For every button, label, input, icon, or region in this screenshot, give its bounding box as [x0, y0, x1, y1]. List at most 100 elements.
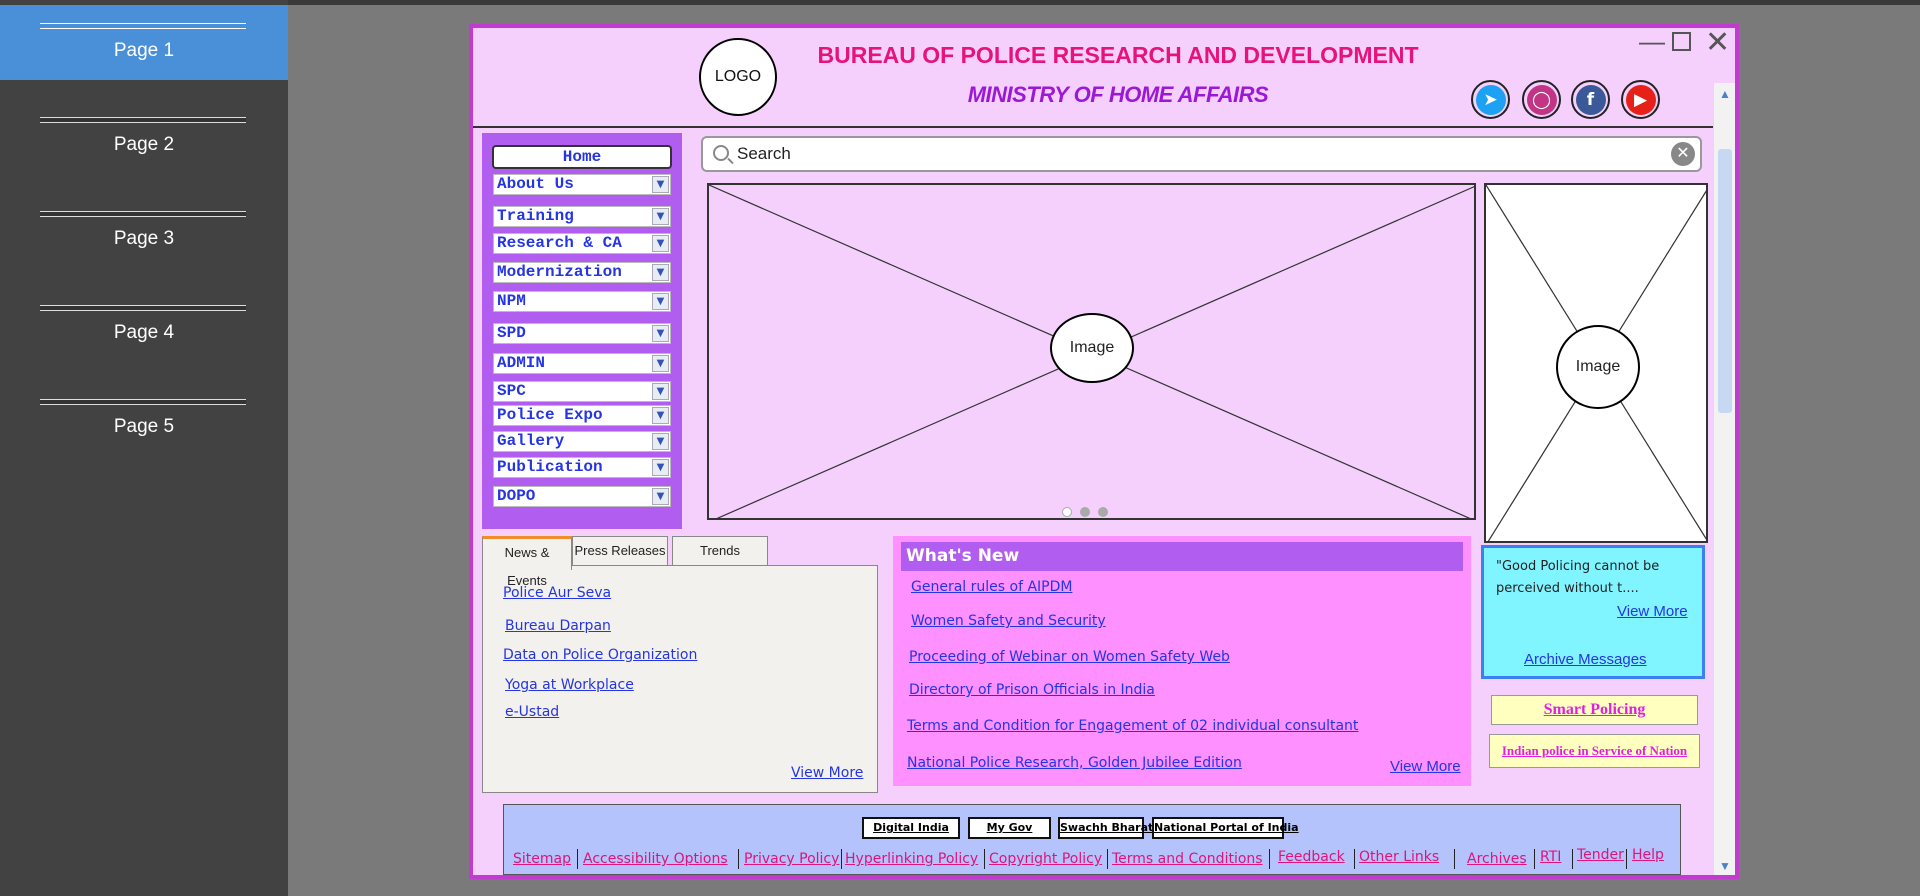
nav-item-label: About Us [497, 175, 574, 193]
nav-item-training[interactable]: Training▼ [493, 206, 671, 227]
chevron-down-icon[interactable]: ▼ [652, 459, 669, 476]
close-icon[interactable]: ✕ [1705, 26, 1731, 59]
nav-item-publication[interactable]: Publication▼ [493, 457, 671, 478]
page-item-4[interactable]: Page 4 [0, 287, 288, 362]
search-input[interactable] [737, 142, 1637, 166]
chevron-down-icon[interactable]: ▼ [652, 325, 669, 342]
chevron-down-icon[interactable]: ▼ [652, 355, 669, 372]
whats-new-link[interactable]: Proceeding of Webinar on Women Safety We… [909, 649, 1230, 665]
page-item-2[interactable]: Page 2 [0, 99, 288, 174]
nav-item-dopo[interactable]: DOPO ▼ [493, 486, 671, 507]
scroll-down-icon[interactable]: ▼ [1719, 859, 1731, 873]
page-item-3[interactable]: Page 3 [0, 193, 288, 268]
news-link[interactable]: e-Ustad [505, 704, 560, 720]
nav-item-label: SPD [497, 324, 526, 342]
carousel-dot[interactable] [1062, 507, 1072, 517]
whats-new-link[interactable]: Directory of Prison Officials in India [909, 682, 1155, 698]
footer-link-tender[interactable]: Tender [1577, 847, 1624, 863]
quote-box: "Good Policing cannot be perceived witho… [1481, 545, 1705, 679]
whats-new-view-more-link[interactable]: View More [1390, 758, 1461, 775]
chevron-down-icon[interactable]: ▼ [652, 407, 669, 424]
scroll-up-icon[interactable]: ▲ [1719, 87, 1731, 101]
digital-india-badge[interactable]: Digital India [862, 817, 960, 839]
whats-new-link[interactable]: General rules of AIPDM [911, 579, 1073, 595]
tab-news-events[interactable]: News & Events [482, 536, 572, 588]
news-link[interactable]: Bureau Darpan [505, 618, 611, 634]
page-label: Page 3 [113, 228, 175, 249]
vertical-scrollbar[interactable]: ▲ ▼ [1713, 83, 1735, 875]
logo[interactable]: LOGO [699, 38, 777, 116]
chevron-down-icon[interactable]: ▼ [652, 383, 669, 400]
nav-item-admin[interactable]: ADMIN▼ [493, 353, 671, 374]
news-view-more-link[interactable]: View More [791, 765, 864, 781]
search-bar: ✕ [701, 136, 1702, 172]
page-thumb [40, 211, 246, 217]
nav-item-spd[interactable]: SPD ▼ [493, 323, 671, 344]
footer-separator [1572, 849, 1573, 869]
quote-view-more-link[interactable]: View More [1617, 603, 1688, 620]
minimize-icon[interactable]: — [1639, 26, 1665, 56]
pages-panel: Page 1 Page 2 Page 3 Page 4 Page 5 [0, 0, 288, 896]
page-item-5[interactable]: Page 5 [0, 381, 288, 456]
indian-police-link[interactable]: Indian police in Service of Nation [1489, 734, 1700, 768]
page-item-1[interactable]: Page 1 [0, 5, 288, 80]
chevron-down-icon[interactable]: ▼ [652, 293, 669, 310]
footer-link-hyperlinking[interactable]: Hyperlinking Policy [845, 851, 979, 867]
footer-link-accessibility[interactable]: Accessibility Options [583, 851, 728, 867]
footer-link-rti[interactable]: RTI [1540, 849, 1562, 865]
footer-link-sitemap[interactable]: Sitemap [513, 851, 571, 867]
twitter-icon[interactable]: ➤ [1471, 80, 1510, 119]
chevron-down-icon[interactable]: ▼ [652, 208, 669, 225]
tab-press-releases[interactable]: Press Releases [572, 536, 668, 566]
news-link[interactable]: Police Aur Seva [503, 585, 612, 601]
footer-separator [1626, 849, 1627, 869]
carousel-dot[interactable] [1098, 507, 1108, 517]
footer-separator [1107, 849, 1108, 869]
image-label: Image [1556, 325, 1640, 409]
instagram-icon[interactable]: ◯ [1522, 80, 1561, 119]
swachh-bharat-badge[interactable]: Swachh Bharat [1058, 817, 1153, 839]
footer-link-terms[interactable]: Terms and Conditions [1112, 851, 1263, 867]
nav-home-button[interactable]: Home [492, 145, 672, 169]
whats-new-link[interactable]: Women Safety and Security [911, 613, 1106, 629]
scroll-thumb[interactable] [1718, 149, 1732, 413]
news-link[interactable]: Yoga at Workplace [505, 677, 634, 693]
chevron-down-icon[interactable]: ▼ [652, 235, 669, 252]
nav-item-npm[interactable]: NPM▼ [493, 291, 671, 312]
national-portal-badge[interactable]: National Portal of India [1152, 817, 1299, 839]
chevron-down-icon[interactable]: ▼ [652, 433, 669, 450]
chevron-down-icon[interactable]: ▼ [652, 176, 669, 193]
footer-link-copyright[interactable]: Copyright Policy [989, 851, 1103, 867]
footer-link-archives[interactable]: Archives [1467, 851, 1527, 867]
chevron-down-icon[interactable]: ▼ [652, 488, 669, 505]
youtube-icon[interactable]: ▶ [1621, 80, 1660, 119]
side-image[interactable]: Image [1484, 183, 1708, 543]
footer-link-privacy[interactable]: Privacy Policy [744, 851, 840, 867]
whats-new-link[interactable]: National Police Research, Golden Jubilee… [907, 755, 1242, 771]
my-gov-badge[interactable]: My Gov [968, 817, 1051, 839]
nav-item-gallery[interactable]: Gallery ▼ [493, 431, 671, 452]
nav-item-spc[interactable]: SPC▼ [493, 381, 671, 402]
chevron-down-icon[interactable]: ▼ [652, 264, 669, 281]
tab-trends[interactable]: Trends [672, 536, 768, 566]
footer-link-other-links[interactable]: Other Links [1359, 849, 1440, 865]
carousel-image[interactable]: Image [707, 183, 1476, 520]
facebook-icon[interactable]: f [1571, 80, 1610, 119]
maximize-icon[interactable] [1672, 32, 1691, 51]
nav-item-modernization[interactable]: Modernization▼ [493, 262, 671, 283]
footer-separator [738, 849, 739, 869]
archive-messages-link[interactable]: Archive Messages [1524, 651, 1647, 668]
whats-new-link[interactable]: Terms and Condition for Engagement of 02… [907, 718, 1359, 734]
clear-search-icon[interactable]: ✕ [1671, 142, 1695, 166]
smart-policing-link[interactable]: Smart Policing [1491, 695, 1698, 725]
news-link[interactable]: Data on Police Organization [503, 647, 698, 663]
nav-item-about-us[interactable]: About Us ▼ [493, 174, 671, 195]
footer-link-feedback[interactable]: Feedback [1278, 849, 1345, 865]
footer-link-help[interactable]: Help [1632, 847, 1664, 863]
nav-item-label: DOPO [497, 487, 536, 505]
nav-item-label: Gallery [497, 432, 565, 450]
nav-item-police-expo[interactable]: Police Expo▼ [493, 405, 671, 426]
nav-item-research[interactable]: Research & CA▼ [493, 233, 671, 254]
page-label: Page 4 [113, 322, 175, 343]
carousel-dot[interactable] [1080, 507, 1090, 517]
